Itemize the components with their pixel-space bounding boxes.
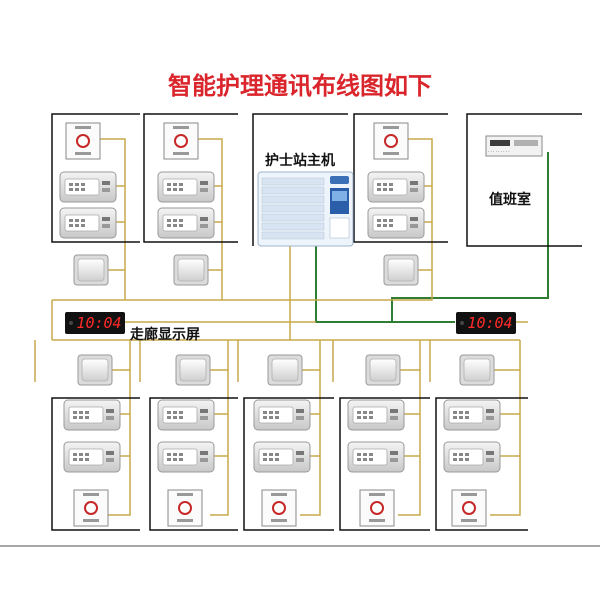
bedside-unit-icon bbox=[59, 207, 117, 239]
bottom-room-2-devices bbox=[157, 354, 215, 527]
emergency-button-icon bbox=[73, 489, 109, 527]
corridor-display-label: 走廊显示屏 bbox=[130, 326, 200, 343]
nurse-station-label: 护士站主机 bbox=[265, 152, 335, 169]
bedside-unit-icon bbox=[367, 207, 425, 239]
bedside-unit-icon bbox=[367, 171, 425, 203]
corridor-clock-right-time: 10:04 bbox=[467, 314, 512, 332]
bedside-unit-icon bbox=[157, 441, 215, 473]
corridor-clock-left-time: 10:04 bbox=[76, 314, 121, 332]
room-borders bbox=[51, 113, 582, 531]
top-room-2-devices bbox=[157, 122, 215, 286]
bedside-unit-icon bbox=[443, 399, 501, 431]
bedside-unit-icon bbox=[253, 399, 311, 431]
bedside-unit-icon bbox=[347, 399, 405, 431]
emergency-button-icon bbox=[65, 122, 101, 160]
bottom-room-3-devices bbox=[253, 354, 311, 527]
door-light-icon bbox=[77, 354, 113, 386]
emergency-button-icon bbox=[163, 122, 199, 160]
bedside-unit-icon bbox=[347, 441, 405, 473]
door-light-icon bbox=[459, 354, 495, 386]
bus-wires bbox=[34, 138, 528, 516]
diagram-title: 智能护理通讯布线图如下 bbox=[168, 72, 432, 100]
bedside-unit-icon bbox=[443, 441, 501, 473]
door-light-icon bbox=[383, 254, 419, 286]
door-light-icon bbox=[175, 354, 211, 386]
top-room-3-devices bbox=[367, 122, 425, 286]
nurse-station-host-icon bbox=[257, 171, 354, 247]
door-light-icon bbox=[173, 254, 209, 286]
duty-room-label: 值班室 bbox=[489, 191, 531, 208]
bottom-room-4-devices bbox=[347, 354, 405, 527]
emergency-button-icon bbox=[373, 122, 409, 160]
bedside-unit-icon bbox=[157, 399, 215, 431]
bottom-room-5-devices bbox=[443, 354, 501, 527]
duty-room-device-icon: · · · · · · · · · bbox=[485, 135, 543, 157]
svg-text:· · · · · · · · ·: · · · · · · · · · bbox=[488, 149, 510, 154]
bedside-unit-icon bbox=[63, 441, 121, 473]
door-light-icon bbox=[73, 254, 109, 286]
bedside-unit-icon bbox=[63, 399, 121, 431]
top-room-1-devices bbox=[59, 122, 117, 286]
emergency-button-icon bbox=[167, 489, 203, 527]
door-light-icon bbox=[365, 354, 401, 386]
bedside-unit-icon bbox=[59, 171, 117, 203]
emergency-button-icon bbox=[451, 489, 487, 527]
bottom-room-1-devices bbox=[63, 354, 121, 527]
bedside-unit-icon bbox=[157, 207, 215, 239]
emergency-button-icon bbox=[359, 489, 395, 527]
corridor-display-left: 10:04 bbox=[65, 312, 125, 334]
door-light-icon bbox=[267, 354, 303, 386]
emergency-button-icon bbox=[261, 489, 297, 527]
bedside-unit-icon bbox=[253, 441, 311, 473]
corridor-display-right: 10:04 bbox=[456, 312, 516, 334]
bedside-unit-icon bbox=[157, 171, 215, 203]
